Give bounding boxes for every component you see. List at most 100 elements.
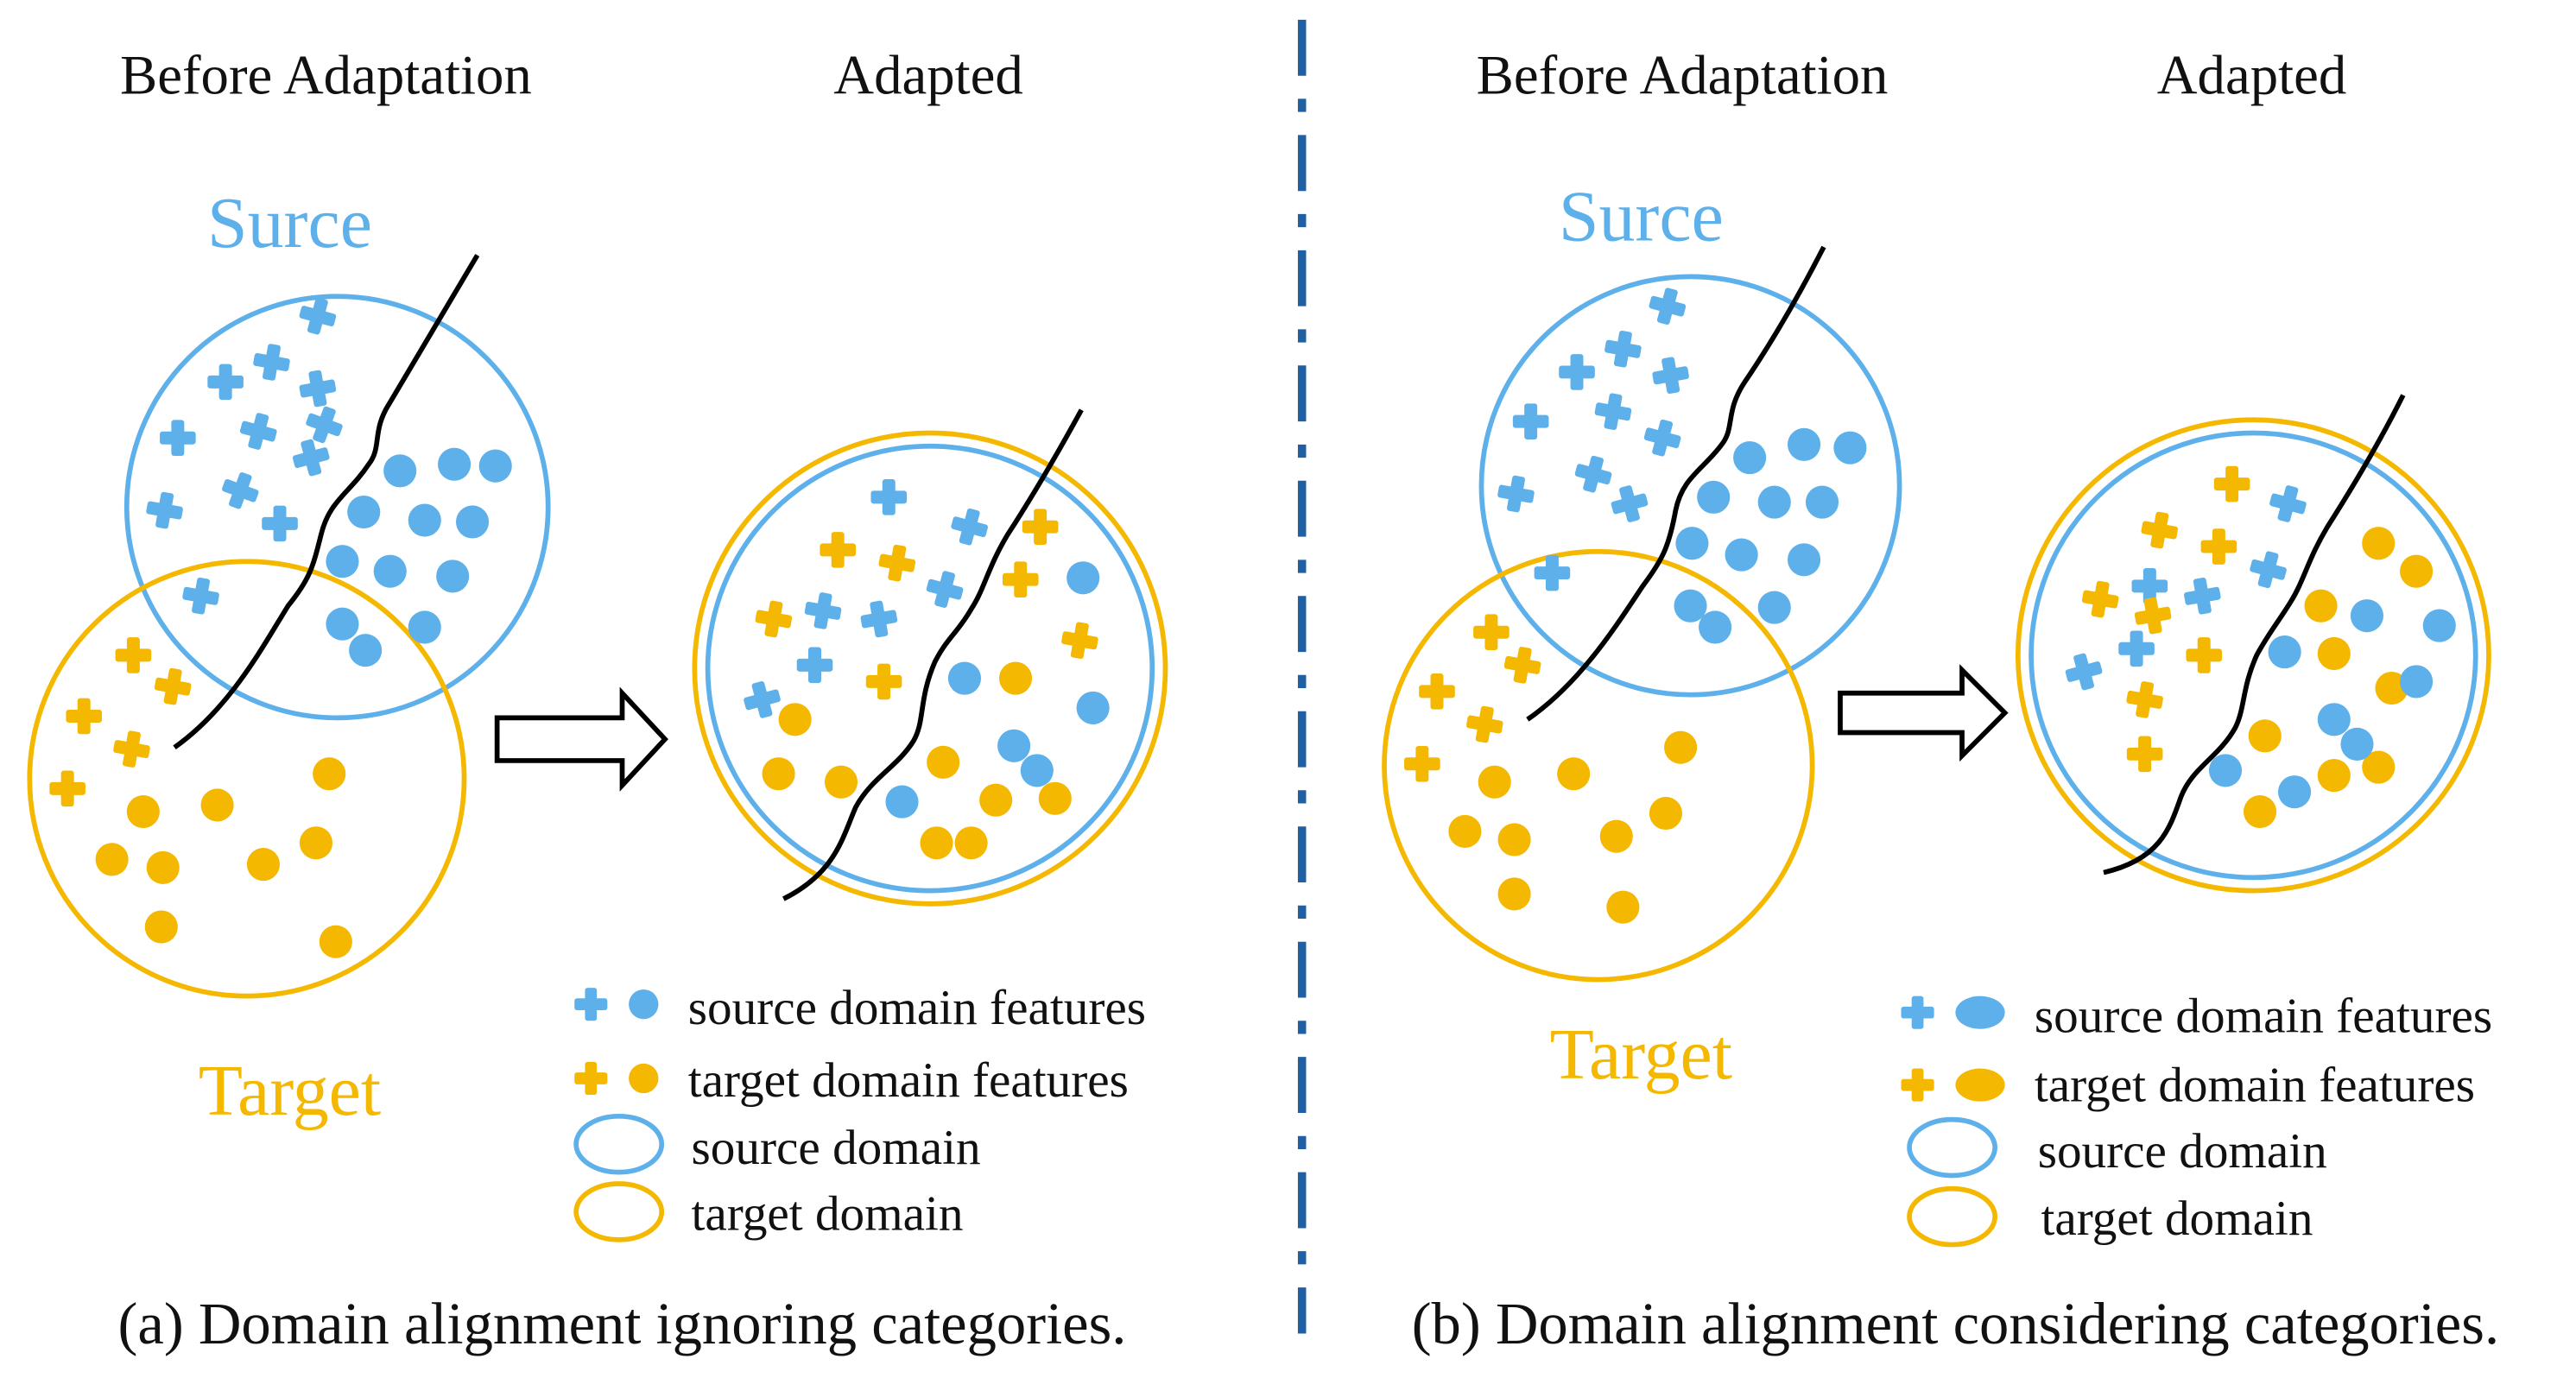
source-dot-feature [1733, 441, 1767, 475]
target-cross-feature-icon [152, 666, 194, 708]
legend-b-source-dot-icon [1955, 996, 2005, 1029]
target-dot-feature [1497, 877, 1531, 911]
legend-source-features-label: source domain features [688, 981, 1146, 1035]
panel-a: Before Adaptation Adapted Surce Target s… [27, 45, 1168, 1356]
target-cross-feature-icon [111, 728, 153, 770]
target-dot-feature [299, 826, 333, 860]
legend-b-target-dot-icon [1955, 1068, 2005, 1102]
source-dot-feature [1787, 543, 1821, 577]
target-cross-feature-icon [2200, 528, 2237, 565]
source-dot-feature [2208, 754, 2243, 787]
target-cross-feature-icon [1022, 509, 1059, 545]
panel-a-adapted-label: Adapted [833, 45, 1022, 107]
legend-target-domain-label: target domain [692, 1186, 964, 1241]
source-cross-feature-icon [217, 467, 263, 514]
source-cross-feature-icon [2181, 575, 2224, 617]
target-cross-feature-icon [1419, 673, 1455, 710]
source-cross-feature-icon [1640, 415, 1685, 460]
source-dot-feature [1697, 480, 1731, 514]
target-cross-feature-icon [1473, 614, 1510, 651]
source-cross-feature-icon [2246, 547, 2291, 592]
source-cross-feature-icon [160, 420, 196, 457]
source-dot-feature [2422, 609, 2456, 642]
target-cross-feature-icon [865, 663, 902, 700]
panel-b-caption: (b) Domain alignment considering categor… [1412, 1291, 2499, 1356]
target-dot-feature [920, 826, 953, 860]
source-dot-feature [1757, 485, 1791, 519]
target-dot-feature [2304, 589, 2338, 623]
target-dot-feature [824, 765, 858, 799]
target-cross-feature-icon [49, 770, 85, 807]
source-cross-feature-icon [288, 435, 333, 480]
target-cross-feature-icon [2138, 509, 2180, 552]
source-cross-feature-icon [143, 490, 186, 532]
target-dot-feature [1599, 819, 1633, 853]
target-dot-feature [313, 757, 346, 791]
target-dot-feature [144, 910, 178, 944]
target-dot-feature [998, 661, 1033, 695]
source-dot-feature [438, 447, 472, 481]
panel-b-adapted-label: Adapted [2157, 45, 2346, 107]
source-dot-feature [2340, 727, 2374, 761]
legend-b-target-domain-icon [1907, 1185, 1998, 1248]
target-dot-feature [2317, 759, 2351, 793]
target-dot-feature [2375, 671, 2408, 705]
target-cross-feature-icon [876, 542, 918, 585]
target-dot-feature [146, 850, 180, 884]
source-dot-feature [373, 554, 407, 588]
source-dot-feature [1833, 431, 1867, 465]
target-cross-feature-icon [1404, 745, 1440, 782]
panel-b-legend: source domain features target domain fea… [1901, 989, 2492, 1248]
source-cross-feature-icon [2118, 630, 2155, 667]
target-cross-feature-icon [2079, 578, 2122, 621]
source-cross-feature-icon [2265, 482, 2310, 526]
panel-b-source-label: Surce [1559, 176, 1724, 256]
source-cross-feature-icon [2061, 649, 2106, 694]
panel-b-source-domain-circle [1478, 274, 1902, 698]
panel-b-arrow-icon [1838, 664, 2009, 762]
target-cross-feature-icon [2123, 679, 2166, 721]
source-dot-feature [1066, 561, 1100, 595]
legend-target-domain-icon [573, 1181, 665, 1242]
legend-source-cross-icon [574, 988, 608, 1021]
legend-target-dot-icon [629, 1063, 659, 1094]
target-dot-feature [126, 794, 160, 829]
source-cross-feature-icon [922, 567, 967, 612]
source-dot-feature [349, 634, 383, 667]
source-cross-feature-icon [262, 505, 298, 542]
panel-b-target-domain-circle [1382, 548, 1815, 983]
source-dot-feature [326, 545, 359, 578]
source-dot-feature [326, 607, 359, 641]
panel-b-adapted-boundary [2103, 394, 2406, 875]
panel-a-target-label: Target [199, 1051, 381, 1131]
source-dot-feature [1699, 610, 1732, 644]
source-cross-feature-icon [1559, 354, 1595, 390]
target-dot-feature [1478, 765, 1511, 799]
source-dot-feature [347, 495, 381, 529]
target-dot-feature [2248, 719, 2282, 753]
panel-a-adapted-target-circle [692, 430, 1168, 907]
source-cross-feature-icon [207, 363, 244, 401]
source-dot-feature [885, 785, 919, 819]
target-cross-feature-icon [115, 637, 152, 673]
source-dot-feature [2268, 635, 2301, 669]
target-dot-feature [927, 745, 960, 779]
legend-b-source-domain-icon [1907, 1116, 1998, 1179]
source-cross-feature-icon [236, 409, 281, 454]
target-cross-feature-icon [1002, 561, 1039, 597]
target-cross-feature-icon [2186, 637, 2223, 673]
target-dot-feature [1664, 730, 1698, 764]
target-dot-feature [1557, 757, 1591, 791]
panel-a-decision-boundary [173, 254, 480, 750]
source-dot-feature [1020, 754, 1054, 787]
source-dot-feature [2317, 703, 2351, 736]
target-dot-feature [2317, 636, 2351, 671]
source-cross-feature-icon [1607, 482, 1652, 526]
panel-a-source-label: Surce [207, 183, 372, 263]
panel-a-before-features [49, 294, 512, 958]
target-cross-feature-icon [1059, 619, 1101, 661]
source-cross-feature-icon [796, 647, 833, 684]
source-cross-feature-icon [296, 367, 339, 410]
target-dot-feature [2243, 794, 2277, 829]
